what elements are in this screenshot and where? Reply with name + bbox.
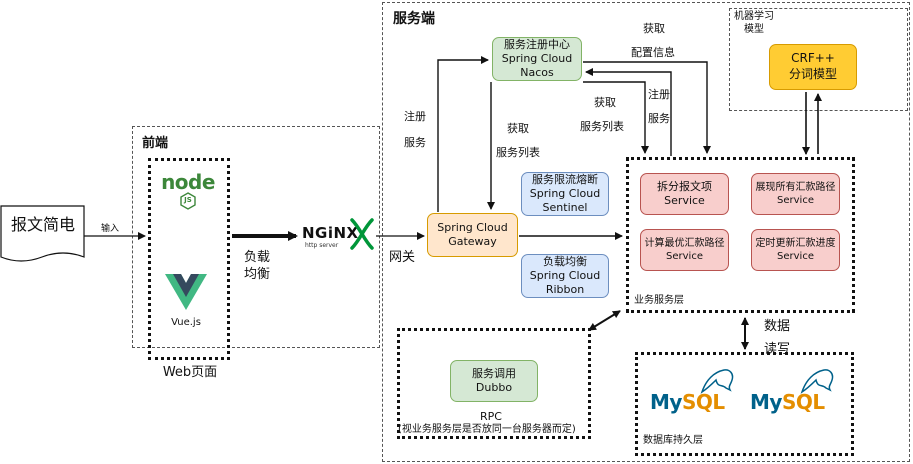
mysql-my-text: My [750,390,782,414]
load-balance-label-2: 均衡 [244,267,271,282]
nacos-line-3: Nacos [520,66,554,80]
crf-line-2: 分词模型 [788,67,837,81]
load-balance-label-1: 负载 [244,250,271,265]
spring-cloud-gateway-node: Spring Cloud Gateway [427,213,518,257]
data-rw-label-2: 读写 [764,342,791,357]
client-message-label: 报文简电 [10,215,75,234]
ribbon-line-1: 负载均衡 [543,254,587,268]
service-split-line-2: Service [664,194,705,207]
nginx-subtitle: http server [305,242,339,249]
mysql-sql-text: SQL [781,390,825,414]
data-rw-label-1: 数据 [764,319,791,334]
arrow-business-rpc [588,310,621,331]
service-optimal-line-1: 计算最优汇款路径 [644,238,725,249]
db-layer-box [635,352,854,456]
sentinel-node: 服务限流熔断 Spring Cloud Sentinel [521,172,609,216]
web-page-box [148,158,230,360]
service-optimal-path: 计算最优汇款路径 Service [640,229,729,271]
server-container [382,2,910,462]
service-split-message: 拆分报文项 Service [640,173,729,215]
mysql-my-text: My [650,390,682,414]
arrow-svc-fetch [583,81,649,154]
nodejs-logo: node JS [157,170,219,212]
mysql-logo-2: MySQL [750,366,842,416]
svc-fetch-label-1: 获取 [594,96,616,109]
rpc-box [397,328,591,439]
gateway-line-2: Gateway [448,235,497,248]
rpc-label: RPC [480,410,502,423]
service-show-line-1: 展现所有汇款路径 [755,182,836,193]
nginx-wordmark: NGiNX [302,224,359,242]
mysql-sql-text: SQL [681,390,725,414]
mysql-dolphin-icon [700,369,734,394]
input-label: 输入 [101,224,120,234]
gw-register-label-1: 注册 [404,110,426,123]
crf-line-1: CRF++ [791,51,835,66]
frontend-container [132,126,380,348]
gateway-arrow-label: 网关 [389,250,416,265]
service-show-line-2: Service [777,195,814,206]
nginx-x-icon [350,218,374,250]
nginx-logo: NGiNX http server [302,218,376,252]
nacos-line-1: 服务注册中心 [504,37,570,51]
vue-logo-icon [165,274,207,310]
frontend-title: 前端 [142,136,169,151]
ribbon-line-2: Spring Cloud [529,268,601,282]
svc-config-label-1: 获取 [643,22,665,35]
business-layer-label: 业务服务层 [634,295,684,306]
nodejs-hexagon-icon [180,192,196,210]
document-shape [0,205,85,262]
gw-fetch-label-1: 获取 [507,122,529,135]
sentinel-line-1: 服务限流熔断 [532,172,598,186]
nodejs-js-label: JS [184,196,192,204]
mysql-dolphin-icon [800,369,834,394]
service-show-paths: 展现所有汇款路径 Service [751,173,840,215]
arrow-svc-config [583,61,711,154]
gw-fetch-label-2: 服务列表 [496,146,540,159]
web-page-label: Web页面 [162,365,218,380]
gw-register-label-2: 服务 [404,136,426,149]
svc-config-label-2: 配置信息 [631,46,675,59]
service-update-progress: 定时更新汇款进度 Service [751,229,840,271]
sentinel-line-2: Spring Cloud [529,186,601,200]
arrow-gw-register [437,56,489,212]
svc-register-label-1: 注册 [648,88,670,101]
gateway-line-1: Spring Cloud [437,220,508,234]
service-update-line-1: 定时更新汇款进度 [755,238,836,249]
service-optimal-line-2: Service [666,251,703,262]
db-layer-label: 数据库持久层 [643,435,703,446]
ml-title-2: 模型 [744,24,764,35]
ml-title-1: 机器学习 [734,11,774,22]
dubbo-node: 服务调用 Dubbo [450,360,538,402]
arrow-svc-register [585,68,672,156]
svc-register-label-2: 服务 [648,112,670,125]
nacos-registry-node: 服务注册中心 Spring Cloud Nacos [492,37,582,81]
dubbo-line-1: 服务调用 [472,366,516,380]
ribbon-node: 负载均衡 Spring Cloud Ribbon [521,254,609,298]
service-split-line-1: 拆分报文项 [657,179,712,193]
sentinel-line-3: Sentinel [542,201,588,215]
nacos-line-2: Spring Cloud [501,51,573,65]
nodejs-wordmark: node [161,170,215,194]
business-layer-box [626,157,855,313]
ribbon-line-3: Ribbon [545,283,585,297]
service-update-line-2: Service [777,251,814,262]
crf-model-node: CRF++ 分词模型 [769,44,857,90]
svc-fetch-label-2: 服务列表 [580,120,624,133]
rpc-note: (视业务服务层是否放同一台服务器而定) [398,424,576,435]
vue-label: Vue.js [171,317,201,328]
dubbo-line-2: Dubbo [475,381,513,394]
mysql-logo-1: MySQL [650,366,742,416]
server-title: 服务端 [393,11,435,27]
